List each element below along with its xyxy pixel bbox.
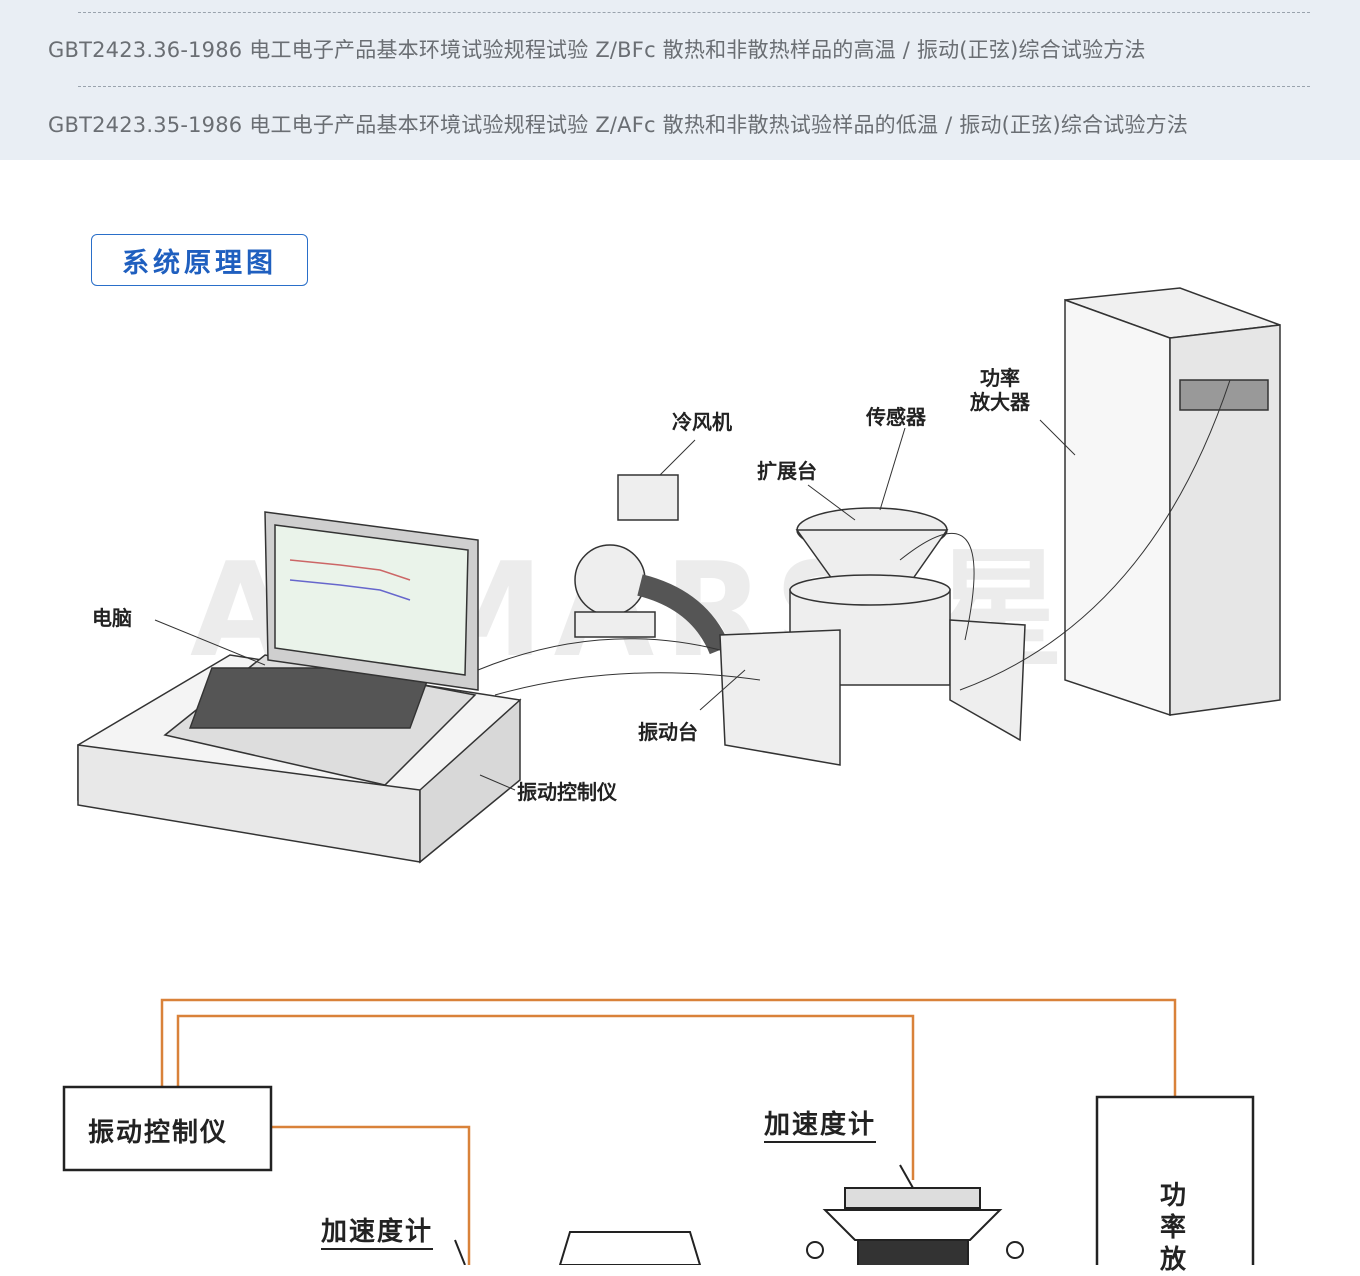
divider [78, 86, 1310, 87]
signal-wires [160, 998, 1177, 1265]
label-cooling-fan: 冷风机 [672, 410, 732, 434]
label-expansion-table: 扩展台 [757, 459, 817, 483]
laptop-illustration [163, 511, 479, 786]
block-power-amp-label: 功率放 [1160, 1181, 1187, 1275]
standard-item: GBT2423.36-1986 电工电子产品基本环境试验规程试验 Z/BFc 散… [48, 38, 1146, 62]
label-accelerometer: 加速度计 [764, 1104, 877, 1143]
block-controller-label: 振动控制仪 [88, 1118, 229, 1148]
label-accelerometer: 加速度计 [321, 1211, 434, 1250]
label-computer: 电脑 [92, 606, 132, 630]
power-amplifier-cabinet-illustration [1064, 287, 1281, 717]
label-sensor: 传感器 [866, 405, 926, 429]
section-title: 系统原理图 [91, 234, 308, 286]
shaker-schematic [454, 1164, 1024, 1265]
label-controller: 振动控制仪 [517, 780, 617, 804]
label-power-amp-1: 功率 [980, 366, 1020, 390]
label-power-amp-2: 放大器 [970, 390, 1030, 414]
divider [78, 12, 1310, 13]
power-amp-block [1095, 1095, 1255, 1265]
label-shaker: 振动台 [638, 720, 698, 744]
shaker-illustration [719, 507, 1026, 766]
controller-block [62, 1085, 273, 1172]
cooling-fan-illustration [574, 474, 731, 655]
standards-band [0, 0, 1360, 160]
leader-lines [154, 379, 1231, 791]
standard-item: GBT2423.35-1986 电工电子产品基本环境试验规程试验 Z/AFc 散… [48, 113, 1189, 137]
